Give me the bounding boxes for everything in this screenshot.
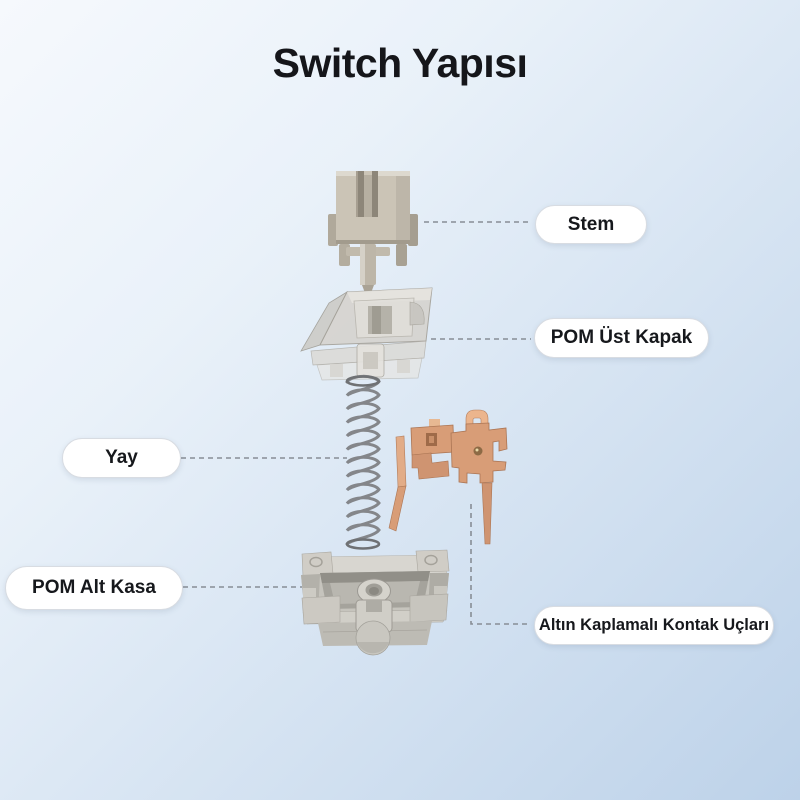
label-bottom-case: POM Alt Kasa: [5, 566, 183, 610]
label-top-cover-text: POM Üst Kapak: [550, 327, 693, 348]
gold-contacts-part: [388, 409, 508, 545]
label-spring: Yay: [62, 438, 181, 478]
gold-contact-right: [450, 409, 508, 545]
connector-lines: [181, 221, 532, 625]
pom-top-cover-part: [300, 287, 433, 381]
stem-part: [328, 171, 418, 293]
page-title: Switch Yapısı: [272, 40, 528, 86]
screw-hole-left: [309, 556, 323, 568]
label-spring-text: Yay: [105, 447, 138, 468]
spring-part: [345, 374, 381, 550]
spring-coil: [345, 374, 381, 546]
label-stem: Stem: [535, 205, 647, 244]
screw-hole-right: [424, 554, 438, 566]
label-contacts: Altın Kaplamalı Kontak Uçları: [534, 606, 774, 645]
pom-bottom-case-part: [301, 549, 450, 656]
label-top-cover: POM Üst Kapak: [534, 318, 709, 358]
gold-contact-left: [388, 419, 455, 532]
connector-contacts: [470, 504, 531, 625]
label-stem-text: Stem: [567, 213, 615, 235]
label-bottom-case-text: POM Alt Kasa: [32, 577, 156, 598]
label-contacts-text: Altın Kaplamalı Kontak Uçları: [538, 616, 770, 634]
